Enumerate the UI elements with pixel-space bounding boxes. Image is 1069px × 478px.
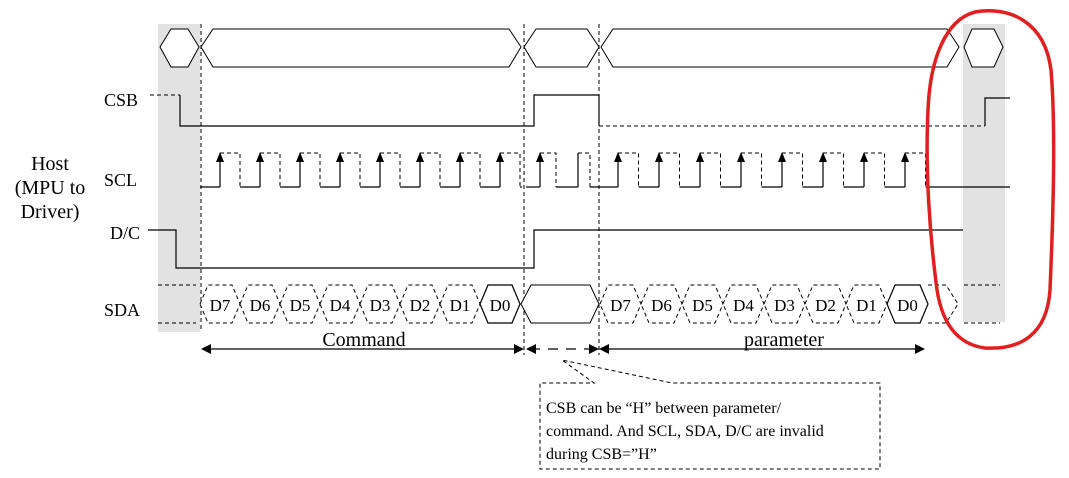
scl-high-pulse (659, 152, 680, 187)
note-callout: CSB can be “H” between parameter/ comman… (539, 359, 881, 470)
scl-high-pulse (823, 152, 844, 187)
scl-high-pulse (741, 152, 762, 187)
command-label: Command (322, 329, 405, 351)
csb-label: CSB (104, 90, 138, 110)
scl-edge-arrow (376, 152, 384, 162)
scl-edge-arrow (819, 152, 827, 162)
note-line-2: command. And SCL, SDA, D/C are invalid (546, 423, 824, 440)
sda-bit-label: D6 (651, 296, 672, 315)
scl-high-pulse (905, 152, 926, 187)
scl-edge-arrow (901, 152, 909, 162)
sda-bit-label: D0 (897, 296, 918, 315)
dc-label: D/C (110, 223, 140, 243)
sda-bit-label: D5 (692, 296, 713, 315)
scl-high-pulse (782, 152, 803, 187)
scl-edge-arrow (655, 152, 663, 162)
gap-span-arrow (526, 344, 599, 354)
sda-bit-cell (886, 284, 929, 324)
scl-edge-arrow (614, 152, 622, 162)
scl-edge-arrow (496, 152, 504, 162)
sda-gap-cell (520, 284, 600, 324)
scl-high-pulse (700, 152, 721, 187)
svg-text:Driver): Driver) (21, 201, 80, 223)
scl-edge-arrow (256, 152, 264, 162)
sda-bit-label: D1 (856, 296, 877, 315)
sda-bit-label: D1 (450, 296, 471, 315)
scl-high-pulse (340, 152, 361, 187)
sda-bit-label: D2 (410, 296, 431, 315)
sda-waveform: D7 D6 D5 D4 D3 D2 D1 D0 D7 D6 D5 D4 D3 D2 D1 D0 (158, 284, 1000, 324)
scl-high-pulse (380, 152, 401, 187)
scl-edge-arrow (216, 152, 224, 162)
right-idle-region (963, 24, 1005, 322)
scl-edge-arrow (416, 152, 424, 162)
scl-high-pulse (260, 152, 281, 187)
scl-edge-arrow (737, 152, 745, 162)
scl-high-pulse (420, 152, 441, 187)
left-idle-region (158, 24, 200, 332)
sda-bit-label: D3 (774, 296, 795, 315)
dc-waveform (148, 229, 963, 269)
scl-waveform (200, 152, 1010, 188)
csb-waveform (150, 94, 1010, 127)
sda-bit-cell (479, 284, 521, 324)
sda-bit-label: D4 (733, 296, 754, 315)
sda-bit-label: D0 (490, 296, 511, 315)
note-line-3: during CSB=”H” (546, 446, 657, 463)
svg-text:Host: Host (31, 153, 69, 175)
scl-high-pulse (618, 152, 639, 187)
sda-bit-label: D7 (610, 296, 631, 315)
sda-bit-label: D6 (250, 296, 271, 315)
scl-edge-arrow (860, 152, 868, 162)
scl-edge-arrow (778, 152, 786, 162)
scl-edge-arrow (336, 152, 344, 162)
scl-high-pulse (864, 152, 885, 187)
svg-text:(MPU to: (MPU to (15, 177, 86, 199)
scl-edge-arrow (536, 152, 544, 162)
scl-edge-arrow (696, 152, 704, 162)
scl-label: SCL (104, 170, 137, 190)
bus-row (159, 28, 1004, 68)
note-line-1: CSB can be “H” between parameter/ (546, 400, 782, 417)
command-span-arrow (201, 344, 524, 354)
scl-high-pulse (500, 152, 521, 187)
sda-bit-label: D4 (330, 296, 351, 315)
scl-edge-arrow (456, 152, 464, 162)
sda-bit-label: D5 (290, 296, 311, 315)
sda-bit-label: D2 (815, 296, 836, 315)
sda-bit-label: D7 (210, 296, 231, 315)
sda-label: SDA (104, 300, 140, 320)
scl-high-pulse (540, 152, 557, 187)
scl-high-pulse (460, 152, 481, 187)
scl-high-pulse (300, 152, 321, 187)
scl-high-pulse (578, 152, 591, 187)
host-label: Host (MPU to Driver) (15, 153, 86, 223)
highlight-outline (925, 9, 1056, 350)
sda-bit-label: D3 (370, 296, 391, 315)
parameter-label: parameter (744, 329, 824, 351)
parameter-span-arrow (599, 344, 925, 354)
scl-edge-arrow (296, 152, 304, 162)
scl-high-pulse (220, 152, 241, 187)
